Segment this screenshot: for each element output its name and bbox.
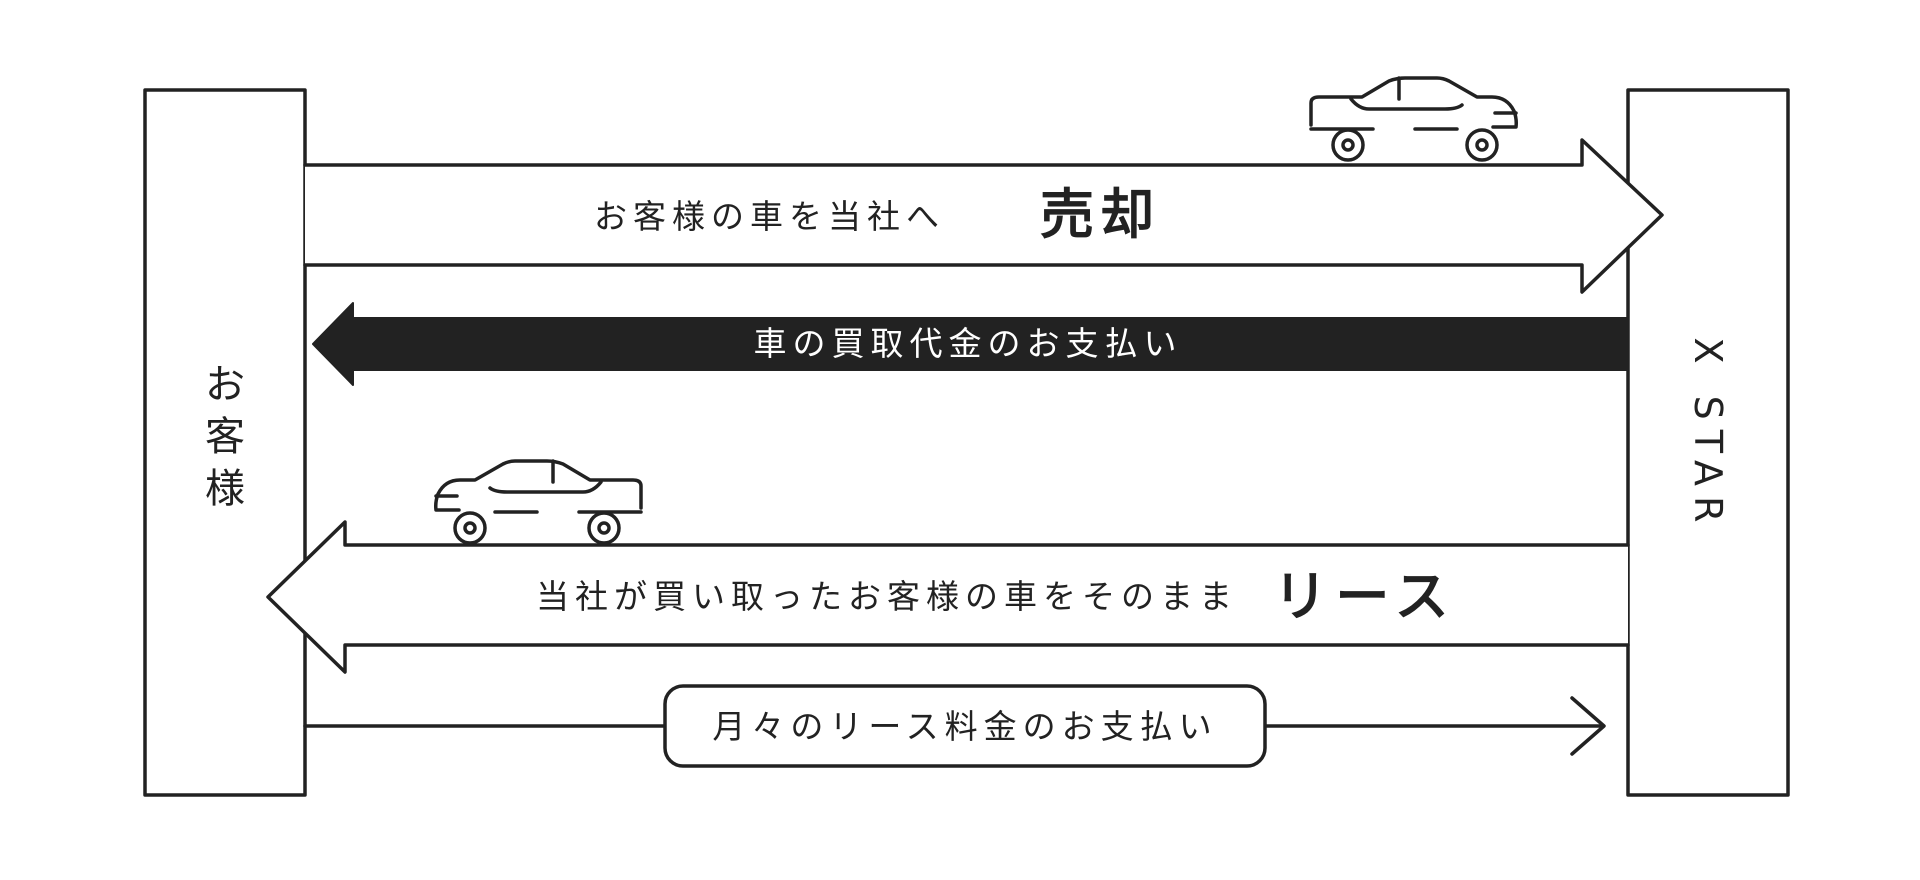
customer-label-char-3: 様 — [205, 466, 245, 512]
monthly-fee-arrow: 月々のリース料金のお支払い — [303, 684, 1606, 768]
monthly-fee-label: 月々のリース料金のお支払い — [712, 707, 1217, 746]
customer-label-char-1: お — [205, 362, 245, 408]
sale-emphasis-text: 売却 — [1040, 183, 1160, 246]
payment-label: 車の買取代金のお支払い — [754, 324, 1183, 363]
lease-lead-text: 当社が買い取ったお客様の車をそのまま — [536, 577, 1238, 616]
lease-emphasis-text: リース — [1273, 565, 1456, 628]
company-label: X STAR — [1686, 338, 1730, 533]
customer-label-char-2: 客 — [205, 414, 245, 460]
sale-arrow: お客様の車を当社へ 売却 — [303, 138, 1664, 294]
car-icon — [1309, 76, 1518, 162]
company-box: X STAR — [1626, 88, 1790, 797]
monthly-fee-label-box — [663, 684, 1267, 768]
car-icon — [434, 459, 643, 545]
sale-lead-text: お客様の車を当社へ — [594, 197, 945, 236]
payment-arrow: 車の買取代金のお支払い — [312, 302, 1629, 386]
customer-box: お 客 様 — [143, 88, 307, 797]
lease-arrow: 当社が買い取ったお客様の車をそのまま リース — [266, 520, 1630, 674]
